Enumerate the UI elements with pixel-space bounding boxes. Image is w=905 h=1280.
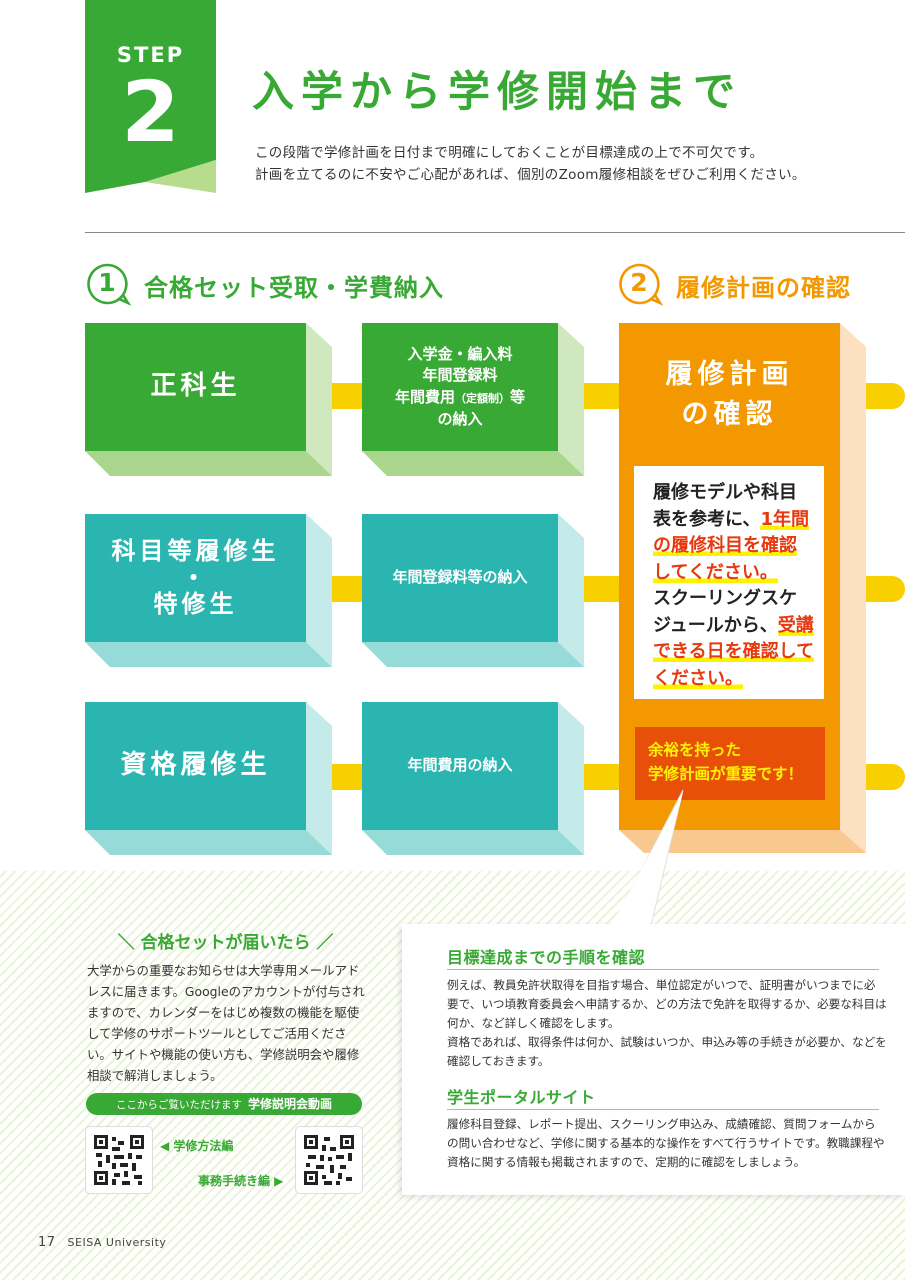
section-2-number: 2 xyxy=(630,268,648,297)
step-word: STEP xyxy=(116,43,185,67)
card-divider xyxy=(447,969,879,970)
section-2-heading: 2 履修計画の確認 xyxy=(618,263,851,307)
section-2-number-badge: 2 xyxy=(618,263,664,307)
payment-label-regular: 入学金・編入料 年間登録料 年間費用（定額制）等 の納入 xyxy=(362,323,558,451)
university-name: SEISA University xyxy=(67,1236,167,1249)
card-heading-portal: 学生ポータルサイト xyxy=(447,1088,596,1107)
card-paragraph-portal: 履修科目登録、レポート提出、スクーリング申込み、成績確認、質問フォームからの問い… xyxy=(447,1117,885,1169)
section-1-heading: 1 合格セット受取・学費納入 xyxy=(86,263,444,307)
intro-line-2: 計画を立てるのに不安やご心配があれば、個別のZoom履修相談をぜひご利用ください… xyxy=(255,167,806,183)
category-label-regular: 正科生 xyxy=(85,323,306,451)
page-number: 17 xyxy=(38,1235,56,1250)
card-heading-goal-steps: 目標達成までの手順を確認 xyxy=(447,948,646,967)
plan-check-title: 履修計画 の確認 xyxy=(665,359,794,430)
page-title: 入学から学修開始まで xyxy=(252,67,743,116)
section-2-label: 履修計画の確認 xyxy=(676,273,851,302)
box-depth xyxy=(362,323,584,476)
card-paragraph-qualification: 資格であれば、取得条件は何か、試験はいつか、申込み等の手続きが必要か、などを確認… xyxy=(447,1035,887,1068)
step-badge: STEP 2 xyxy=(85,0,216,193)
qr-code-icon xyxy=(304,1135,354,1185)
section-1-number-badge: 1 xyxy=(86,263,132,307)
section-1-number: 1 xyxy=(98,268,116,297)
box-depth xyxy=(85,514,332,667)
card-paragraph-goal-example: 例えば、教員免許状取得を目指す場合、単位認定がいつで、証明書がいつまでに必要で、… xyxy=(447,978,887,1030)
qr-label-study-method: ◀ 学修方法編 xyxy=(160,1139,234,1153)
section-1-label: 合格セット受取・学費納入 xyxy=(144,273,444,302)
qr-code-study-method[interactable] xyxy=(86,1127,152,1193)
payment-label-subject: 年間登録料等の納入 xyxy=(362,514,558,642)
divider xyxy=(85,232,905,233)
set-arrived-body: 大学からの重要なお知らせは大学専用メールアドレスに届きます。Googleのアカウ… xyxy=(87,963,365,1083)
card-divider xyxy=(447,1109,879,1110)
box-depth xyxy=(85,702,332,855)
intro-line-1: この段階で学修計画を日付まで明確にしておくことが目標達成の上で不可欠です。 xyxy=(255,145,764,161)
plan-check-note: 履修モデルや科目 表を参考に、1年間 の履修科目を確認 してください。 スクーリ… xyxy=(634,466,824,699)
box-depth xyxy=(362,702,584,855)
qr-code-procedures[interactable] xyxy=(296,1127,362,1193)
category-label-subject: 科目等履修生 ・ 特修生 xyxy=(85,514,306,642)
step-badge-shape xyxy=(85,0,216,193)
qr-code-icon xyxy=(94,1135,144,1185)
payment-label-qualification: 年間費用の納入 xyxy=(362,702,558,830)
page-footer: 17 SEISA University xyxy=(38,1235,166,1250)
set-arrived-title: ＼ 合格セットが届いたら ／ xyxy=(117,933,334,953)
qr-label-procedures: 事務手続き編 ▶ xyxy=(198,1174,284,1188)
video-link-pill[interactable]: ここからご覧いただけます学修説明会動画 xyxy=(86,1093,362,1115)
intro-text: この段階で学修計画を日付まで明確にしておくことが目標達成の上で不可欠です。 計画… xyxy=(255,142,806,186)
speech-circle-icon xyxy=(619,263,664,306)
category-label-qualification: 資格履修生 xyxy=(85,702,306,830)
box-depth xyxy=(85,323,332,476)
speech-circle-icon xyxy=(87,263,132,306)
plan-warning-box: 余裕を持った 学修計画が重要です！ xyxy=(635,727,825,800)
box-depth xyxy=(362,514,584,667)
step-number: 2 xyxy=(121,63,180,161)
